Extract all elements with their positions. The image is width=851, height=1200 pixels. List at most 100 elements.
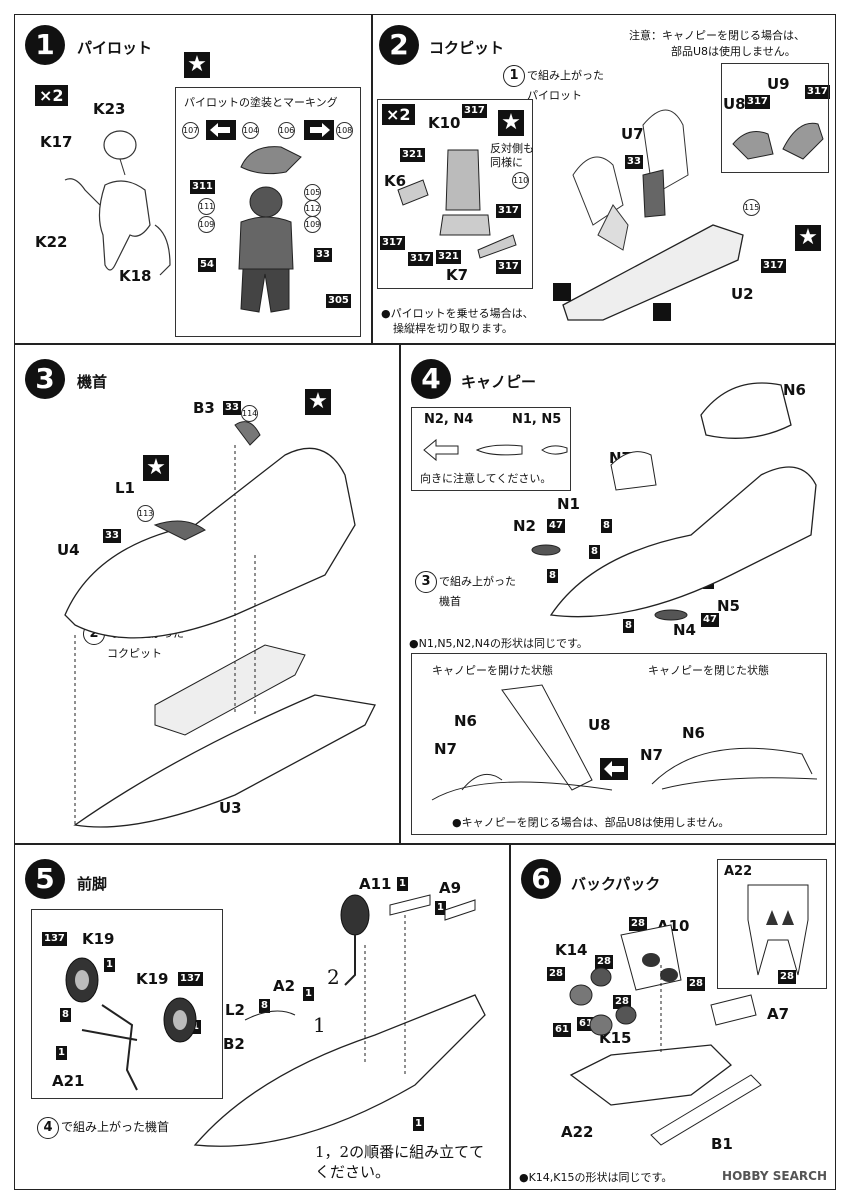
- color-badge-28-d: 28: [547, 967, 565, 981]
- part-label-k14: K14: [555, 941, 588, 959]
- decal-115: 115: [743, 199, 760, 216]
- decal-110: 110: [512, 172, 529, 189]
- star-icon: ★: [305, 389, 331, 415]
- part-label-u8: U8: [723, 95, 746, 113]
- color-badge-28-detail: 28: [778, 970, 796, 984]
- step4-title: キャノピー: [461, 373, 537, 391]
- part-label-k6: K6: [384, 172, 407, 190]
- color-badge-61-a: 61: [553, 1023, 571, 1037]
- seat-subassembly-box: ×2 K10 K6 K7 317 321 317 317 321 317 317…: [377, 99, 534, 289]
- cockpit-tub-drawing: [553, 109, 744, 321]
- step6-panel: 6 バックパック A22 28 A10 K14 K15 A7 A22 B1 28…: [510, 844, 836, 1190]
- part-label-u3: U3: [219, 799, 242, 817]
- color-badge-317-e: 317: [496, 260, 521, 274]
- canopy-state-box: キャノピーを開けた状態 キャノピーを閉じた状態 N6 N7 U8 N6 N7 ●…: [411, 653, 827, 835]
- order-mark-1: 1: [313, 1013, 326, 1037]
- color-badge-8-a21: 8: [60, 1008, 71, 1022]
- open-canopy-drawing: [431, 684, 613, 801]
- closed-state-label: キャノピーを閉じた状態: [648, 664, 769, 677]
- color-badge-317-u9: 317: [805, 85, 830, 99]
- pilot-figure-drawing: [64, 130, 171, 276]
- watermark: HOBBY SEARCH: [722, 1169, 827, 1183]
- color-badge-28-c: 28: [595, 955, 613, 969]
- marking-title: パイロットの塗装とマーキング: [184, 96, 338, 109]
- part-label-n4: N4: [673, 621, 696, 639]
- step2-bottom-note-line2: 操縦桿を切り取ります。: [393, 322, 513, 335]
- u8-part-drawing: [732, 131, 774, 160]
- arrow-left-icon: [423, 438, 568, 462]
- mirror-note-line2: 同様に: [490, 156, 523, 169]
- landing-gear-drawing: [193, 894, 486, 1147]
- color-badge-28-g: 28: [613, 995, 631, 1009]
- u8-u9-box: [721, 63, 829, 173]
- step1-title: パイロット: [77, 39, 153, 57]
- a22-detail-box: A22 28: [717, 859, 827, 989]
- color-badge-317-u8: 317: [745, 95, 770, 109]
- color-badge-1-a2: 1: [303, 987, 314, 1001]
- part-label-k18: K18: [119, 267, 152, 285]
- step3-title: 機首: [77, 373, 108, 391]
- color-badge-47-n4: 47: [701, 613, 719, 627]
- part-label-l1: L1: [115, 479, 135, 497]
- color-badge-8-b: 8: [589, 545, 600, 559]
- color-badge-8-a: 8: [601, 519, 612, 533]
- part-label-a21: A21: [52, 1072, 85, 1090]
- star-icon: ★: [184, 52, 210, 78]
- a22-detail-drawing: [747, 884, 809, 976]
- step5-number: 5: [25, 859, 65, 899]
- color-badge-28-e: 28: [687, 977, 705, 991]
- color-badge-317-b: 317: [496, 204, 521, 218]
- pilot-marking-box: ★ パイロットの塗装とマーキング 107 104 106 108 105 111…: [175, 52, 361, 337]
- order-mark-2: 2: [327, 965, 340, 989]
- part-label-n6: N6: [783, 381, 806, 399]
- marking-arrow-right-icon: [304, 120, 334, 140]
- color-badge-1-a11: 1: [397, 877, 408, 891]
- step4-panel: 4 キャノピー N2, N4 N1, N5 向きに注意してください。 N6 N7…: [400, 344, 836, 844]
- part-label-k22: K22: [35, 233, 68, 251]
- star-icon: ★: [143, 455, 169, 481]
- color-badge-137-a: 137: [42, 932, 67, 946]
- step1-panel: 1 パイロット ×2 K23 K17 K22 K18 ★ パイロットの塗装とマー…: [14, 14, 372, 344]
- order-note-line1: 1，2の順番に組み立てて: [315, 1143, 485, 1161]
- color-badge-311: 311: [190, 180, 215, 194]
- step5-title: 前脚: [77, 875, 108, 893]
- decal-108: 108: [336, 122, 353, 139]
- part-label-k10: K10: [428, 114, 461, 132]
- decal-111: 111: [198, 198, 215, 215]
- part-label-a22: A22: [561, 1123, 594, 1141]
- helmet-drawing: [240, 146, 302, 175]
- closed-canopy-drawing: [651, 747, 818, 790]
- part-label-a9: A9: [439, 879, 462, 897]
- color-badge-28-a: 28: [629, 917, 647, 931]
- direction-box: N2, N4 N1, N5 向きに注意してください。: [411, 407, 571, 491]
- color-badge-8-e: 8: [623, 619, 634, 633]
- color-badge-33-b3: 33: [223, 401, 241, 415]
- color-badge-317-c: 317: [380, 236, 405, 250]
- step2-bottom-note-line1: ●パイロットを乗せる場合は、: [381, 307, 534, 320]
- marking-arrow-left-icon: [206, 120, 236, 140]
- color-badge-33-l1: 33: [103, 529, 121, 543]
- color-badge-8-a2: 8: [259, 999, 270, 1013]
- color-badge-33: 33: [625, 155, 643, 169]
- step4-bottom-note: ●キャノピーを閉じる場合は、部品U8は使用しません。: [452, 816, 730, 829]
- seat-drawing: [397, 149, 517, 259]
- direction-label-n2-n4: N2, N4: [424, 412, 474, 427]
- step4-shape-note: ●N1,N5,N2,N4の形状は同じです。: [409, 637, 588, 650]
- part-label-b3: B3: [193, 399, 215, 417]
- step3-number: 3: [25, 359, 65, 399]
- part-label-a11: A11: [359, 875, 392, 893]
- part-label-k19-b: K19: [136, 970, 169, 988]
- part-label-u2: U2: [731, 285, 754, 303]
- direction-note: 向きに注意してください。: [420, 472, 552, 485]
- color-badge-8-c: 8: [547, 569, 558, 583]
- order-note-line2: ください。: [315, 1163, 391, 1181]
- part-label-b2: B2: [223, 1035, 245, 1053]
- step6-number: 6: [521, 859, 561, 899]
- color-badge-317-d: 317: [408, 252, 433, 266]
- part-label-k19-a: K19: [82, 930, 115, 948]
- step2-top-note-line1: 注意：キャノピーを閉じる場合は、: [629, 29, 805, 42]
- wheel-drawing: [65, 957, 197, 1091]
- open-label-n6: N6: [454, 712, 477, 730]
- color-badge-321-a: 321: [400, 148, 425, 162]
